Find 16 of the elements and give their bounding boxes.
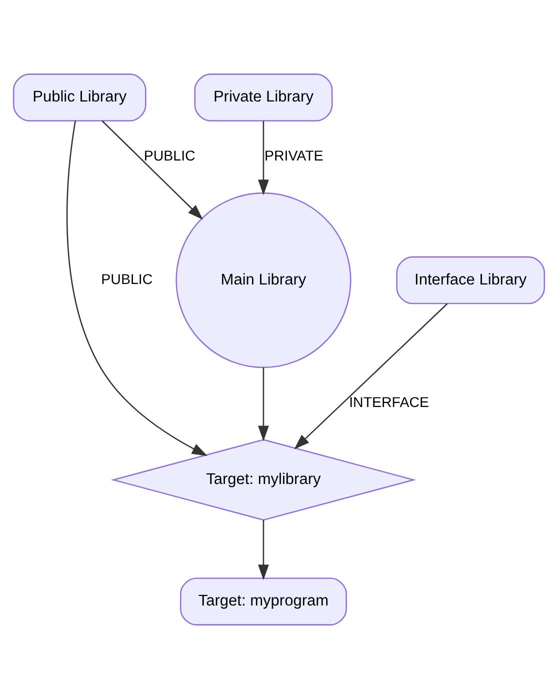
node-circle: Main Library <box>176 192 352 368</box>
edge-label: PUBLIC <box>144 148 196 165</box>
node-box: Interface Library <box>396 256 546 304</box>
arrow <box>66 120 208 456</box>
edge-label: INTERFACE <box>349 395 429 412</box>
edge-label: PUBLIC <box>101 272 153 288</box>
node-box: Public Library <box>12 74 146 122</box>
arrow <box>258 520 269 580</box>
arrow <box>258 367 269 442</box>
node-diamond: Target: mylibrary <box>110 439 416 521</box>
edge-label: PRIVATE <box>264 148 324 165</box>
arrow <box>258 120 269 196</box>
arrow <box>294 303 448 450</box>
node-box: Private Library <box>194 74 333 122</box>
node-box: Target: myprogram <box>180 578 347 626</box>
arrow <box>102 120 204 220</box>
